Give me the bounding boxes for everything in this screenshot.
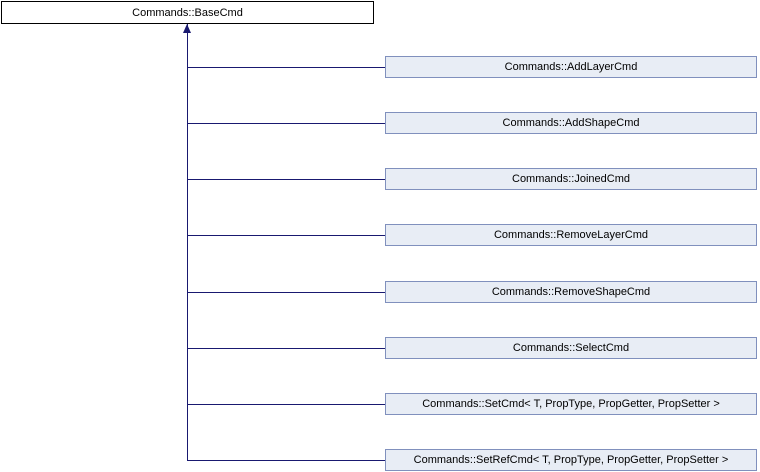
- base-class-node: Commands::BaseCmd: [1, 1, 374, 24]
- inheritance-trunk-line: [187, 24, 188, 461]
- derived-class-label: Commands::AddShapeCmd: [502, 117, 640, 129]
- derived-class-label: Commands::RemoveLayerCmd: [493, 229, 649, 241]
- derived-class-label: Commands::SelectCmd: [512, 342, 630, 354]
- derived-class-label: Commands::AddLayerCmd: [504, 61, 638, 73]
- derived-class-node[interactable]: Commands::SetRefCmd< T, PropType, PropGe…: [385, 449, 757, 471]
- derived-class-node[interactable]: Commands::RemoveShapeCmd: [385, 281, 757, 303]
- inheritance-connector-line: [188, 292, 385, 293]
- derived-class-label: Commands::SetRefCmd< T, PropType, PropGe…: [413, 454, 729, 466]
- derived-class-label: Commands::JoinedCmd: [512, 173, 630, 185]
- inheritance-connector-line: [188, 235, 385, 236]
- inheritance-arrowhead-icon: [183, 24, 191, 33]
- derived-class-node[interactable]: Commands::SelectCmd: [385, 337, 757, 359]
- inheritance-connector-line: [188, 123, 385, 124]
- inheritance-connector-line: [188, 460, 385, 461]
- inheritance-connector-line: [188, 67, 385, 68]
- derived-class-node[interactable]: Commands::JoinedCmd: [385, 168, 757, 190]
- derived-class-node[interactable]: Commands::AddShapeCmd: [385, 112, 757, 134]
- derived-class-label: Commands::RemoveShapeCmd: [491, 286, 651, 298]
- derived-class-node[interactable]: Commands::SetCmd< T, PropType, PropGette…: [385, 393, 757, 415]
- inheritance-connector-line: [188, 404, 385, 405]
- inheritance-connector-line: [188, 348, 385, 349]
- derived-class-node[interactable]: Commands::RemoveLayerCmd: [385, 224, 757, 246]
- base-class-label: Commands::BaseCmd: [132, 6, 243, 19]
- derived-class-label: Commands::SetCmd< T, PropType, PropGette…: [422, 398, 720, 410]
- inheritance-connector-line: [188, 179, 385, 180]
- derived-class-node[interactable]: Commands::AddLayerCmd: [385, 56, 757, 78]
